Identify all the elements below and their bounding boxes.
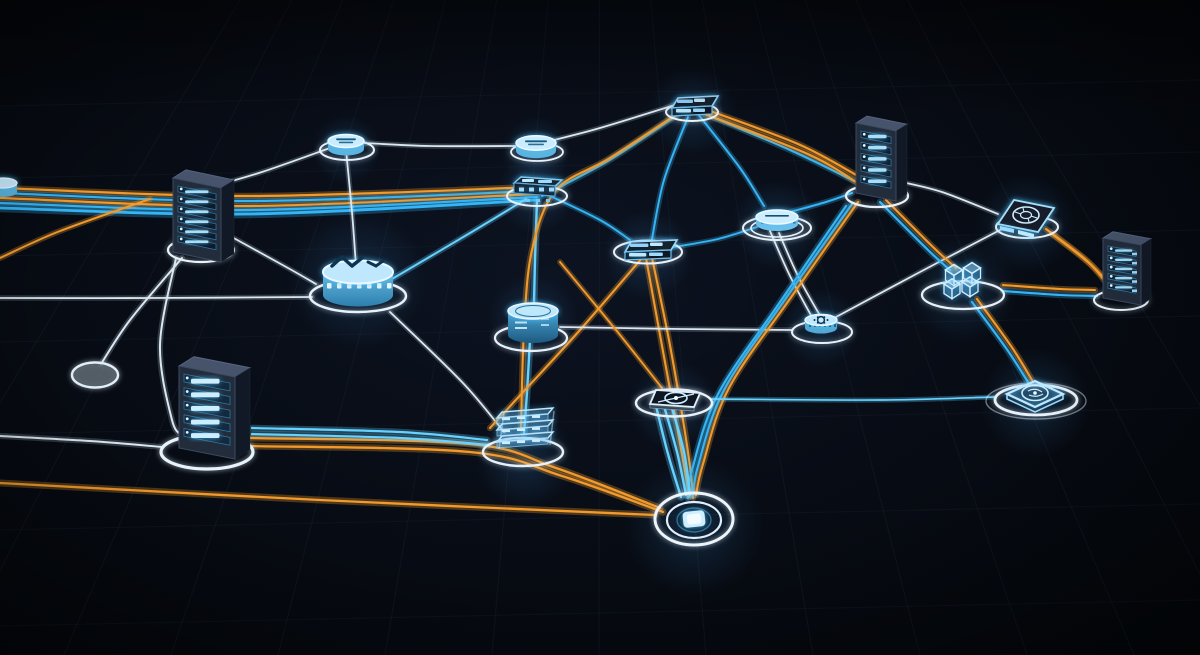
scene (0, 0, 1200, 655)
network-canvas (0, 0, 1200, 655)
vignette (0, 0, 1200, 655)
